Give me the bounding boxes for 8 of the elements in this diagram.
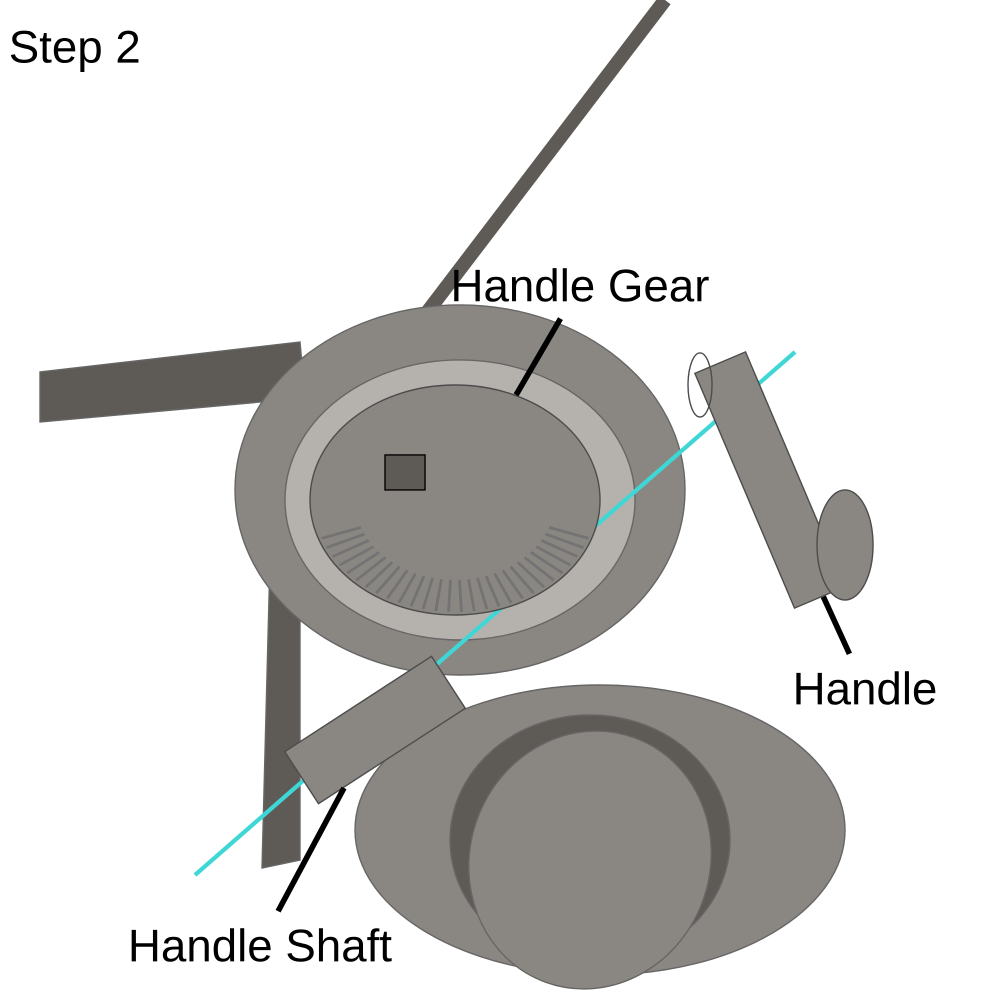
- leader-line: [514, 317, 563, 396]
- part-label: Handle Gear: [454, 268, 709, 302]
- leader-line: [276, 786, 347, 913]
- bevel-gear: [309, 384, 601, 616]
- part-label: Handle Shaft: [132, 928, 392, 962]
- step-title: Step 2: [10, 30, 138, 72]
- leader-line: [820, 595, 852, 656]
- part-label: Handle: [796, 671, 936, 705]
